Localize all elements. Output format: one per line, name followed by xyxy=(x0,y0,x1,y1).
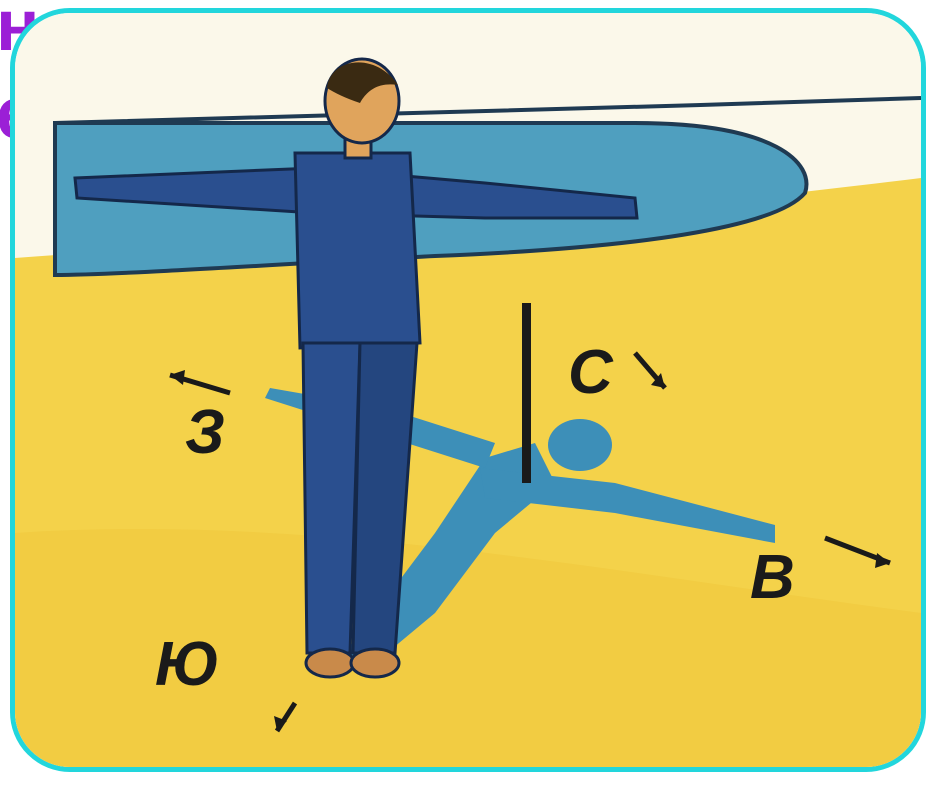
orientation-by-shadow-illustration: С В Ю З xyxy=(15,13,921,767)
illustration-frame: С В Ю З xyxy=(10,8,926,772)
stick xyxy=(522,303,531,483)
compass-label-east: В xyxy=(750,543,795,612)
compass-label-north: С xyxy=(568,338,614,407)
compass-label-west: З xyxy=(185,398,225,467)
compass-label-south: Ю xyxy=(155,630,220,699)
